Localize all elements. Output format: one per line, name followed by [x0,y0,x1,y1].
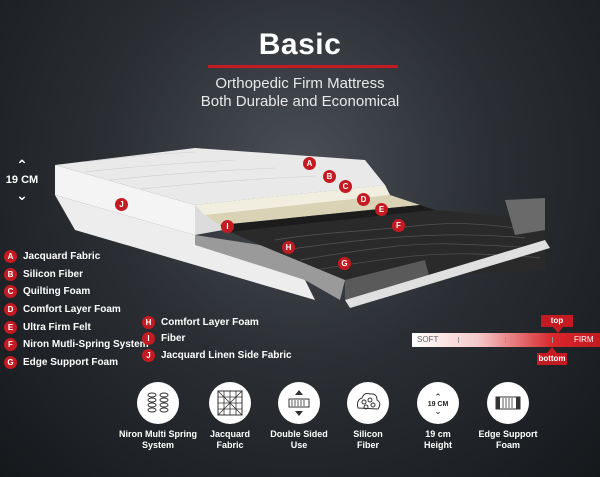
back-edge-foam [505,198,545,235]
legend-label: Jacquard Linen Side Fabric [161,349,292,361]
edge-support-foam [195,235,345,300]
legend-item: J Jacquard Linen Side Fabric [142,347,292,364]
firm-label: FIRM [574,335,594,344]
legend-item: A Jacquard Fabric [4,248,149,266]
subtitle-line-1: Orthopedic Firm Mattress [215,75,385,92]
layer-legend-left: A Jacquard Fabric B Silicon Fiber C Quiltin… [4,248,149,371]
legend-item: H Comfort Layer Foam [142,314,292,331]
legend-badge: H [142,315,155,329]
bottom-firmness-tag: bottom [537,353,567,365]
marker-g: G [338,257,351,270]
product-title: Basic [258,28,342,61]
legend-label: Fiber [161,333,186,345]
legend-item: E Ultra Firm Felt [4,318,149,336]
layer-fiber [195,185,390,215]
mattress-bottom-edge [345,240,550,308]
height-label: 19 CM [5,174,39,186]
legend-item: G Edge Support Foam [4,354,149,372]
legend-label: Niron Mutli-Spring System [23,339,149,351]
legend-item: B Silicon Fiber [4,266,149,284]
legend-label: Comfort Layer Foam [161,316,259,328]
silicon-fiber-icon [347,382,389,424]
chevron-up-icon: ⌃ [434,391,442,402]
marker-d: D [357,193,370,206]
top-firmness-tag: top [541,315,573,327]
mattress-top-surface [55,148,385,205]
legend-badge: F [4,338,17,352]
scale-tick [458,337,459,343]
legend-label: Jacquard Fabric [23,251,101,263]
spring-unit [230,210,545,280]
legend-label: Edge Support Foam [23,356,118,368]
mattress-long-side [55,195,315,300]
legend-badge: B [4,267,17,281]
legend-item: F Niron Mutli-Spring System [4,336,149,354]
legend-item: C Quilting Foam [4,283,149,301]
marker-a: A [303,157,316,170]
firmness-scale-bar [412,333,600,347]
legend-item: D Comfort Layer Foam [4,301,149,319]
legend-item: I Fiber [142,331,292,348]
marker-e: E [375,203,388,216]
marker-b: B [323,170,336,183]
legend-badge: E [4,320,17,334]
double-sided-icon [278,382,320,424]
chevron-up-icon: ⌃ [16,157,28,173]
spring-icon [137,382,179,424]
marker-j: J [115,198,128,211]
legend-label: Comfort Layer Foam [23,304,121,316]
bottom-firmness-marker-icon [547,347,557,353]
chevron-down-icon: ⌄ [434,405,442,416]
legend-badge: I [142,332,155,346]
legend-badge: A [4,250,17,264]
top-firmness-marker-icon [553,327,563,333]
height-icon: ⌃ 19 CM ⌄ [417,382,459,424]
legend-badge: J [142,348,155,362]
marker-c: C [339,180,352,193]
soft-label: SOFT [417,335,439,344]
scale-tick [505,337,506,343]
legend-badge: D [4,303,17,317]
corner-foam [345,260,430,300]
legend-badge: C [4,285,17,299]
legend-badge: G [4,355,17,369]
chevron-down-icon: ⌄ [16,187,28,203]
legend-label: Quilting Foam [23,286,91,298]
jacquard-fabric-icon [209,382,251,424]
layer-legend-right: H Comfort Layer Foam I Fiber J Jacquard Lin… [142,314,292,364]
height-indicator: ⌃ 19 CM ⌄ [4,157,40,203]
legend-label: Silicon Fiber [23,268,84,280]
scale-tick [552,337,553,343]
marker-i: I [221,220,234,233]
legend-label: Ultra Firm Felt [23,321,91,333]
marker-f: F [392,219,405,232]
edge-support-icon [487,382,529,424]
title-underline [208,65,398,68]
marker-h: H [282,241,295,254]
height-icon-text: 19 CM [427,400,449,408]
subtitle-line-2: Both Durable and Economical [200,93,400,110]
